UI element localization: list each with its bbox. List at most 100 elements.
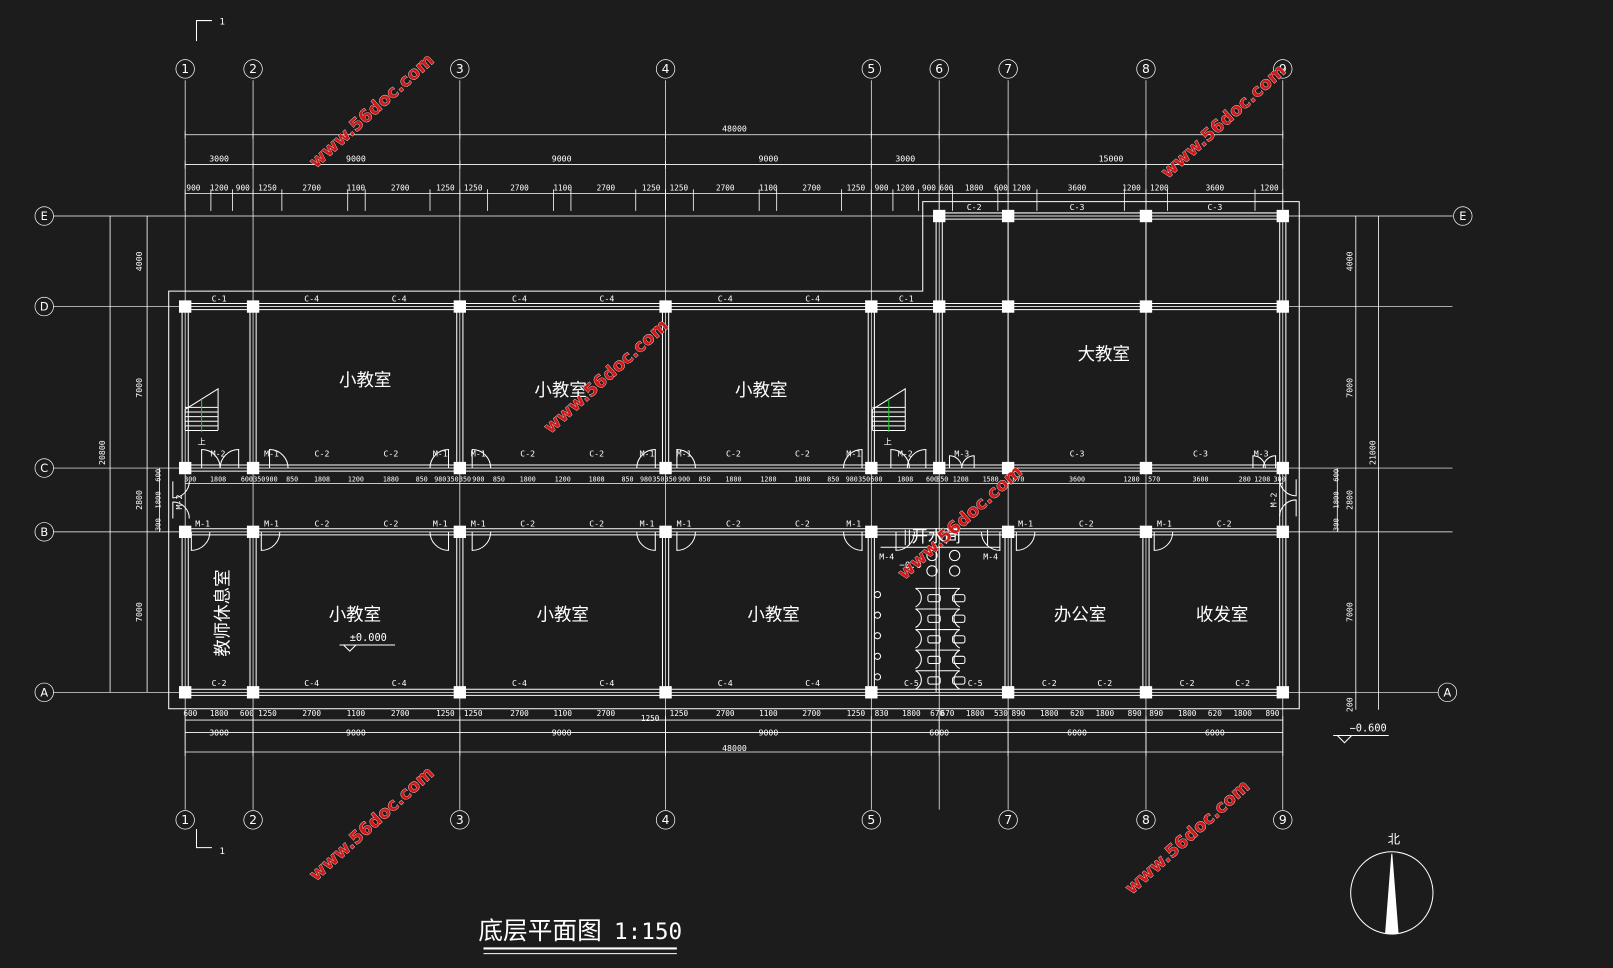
dim-text: 1800	[1233, 709, 1252, 718]
dim-text: 3000	[209, 728, 229, 738]
dim-text: 600	[994, 183, 1008, 192]
dim-text: 1800	[725, 475, 741, 483]
dim-text: 6000	[929, 728, 949, 738]
axis-label: 1	[181, 62, 189, 76]
dim-text: 1100	[759, 183, 778, 192]
axis-bubble	[450, 810, 470, 830]
structural-column	[1276, 300, 1289, 313]
structural-column	[453, 686, 467, 699]
urinal	[873, 611, 882, 619]
axis-label: 3	[456, 813, 464, 827]
window-label: M-4	[983, 552, 998, 562]
dim-text: 2700	[802, 709, 821, 718]
dim-text: 1800	[965, 183, 984, 192]
dim-text: 1200	[1012, 183, 1031, 192]
dim-text: 1200	[1260, 183, 1279, 192]
dim-text: 350	[665, 475, 677, 483]
window-label: C-3	[1070, 449, 1085, 459]
structural-column	[1001, 686, 1015, 699]
window-label: C-1	[899, 293, 914, 303]
door-swing	[471, 449, 492, 469]
structural-column	[865, 525, 878, 539]
room-label: 小教室	[534, 381, 586, 401]
dim-text: 1808	[897, 475, 913, 483]
window-label: M-1	[264, 519, 279, 529]
structural-column	[1001, 300, 1015, 313]
dim-text: 600	[153, 469, 162, 482]
structural-column	[178, 686, 192, 699]
door-swing	[1262, 455, 1277, 469]
axis-label: 3	[456, 62, 464, 76]
window-label: C-2	[1217, 519, 1232, 529]
window-label: C-2	[520, 449, 535, 459]
window-label: C-4	[304, 678, 319, 688]
axis-label: 1	[181, 813, 189, 827]
dim-text: 1800	[1331, 491, 1340, 508]
structural-column	[933, 300, 946, 313]
dim-text: 900	[472, 475, 484, 483]
dim-text: 1250	[436, 709, 455, 718]
dim-text: 1200	[348, 475, 364, 483]
urinal	[873, 673, 882, 681]
dim-text: 1200	[1150, 183, 1169, 192]
toilet-pan	[927, 676, 941, 685]
dim-text: 2700	[510, 183, 529, 192]
toilet-stall	[938, 608, 961, 628]
axis-label: E	[41, 210, 48, 223]
window-label: C-4	[304, 293, 319, 303]
axis-label: 2	[249, 813, 257, 827]
axis-bubble	[1136, 810, 1156, 830]
door-swing	[895, 531, 916, 551]
dim-text: 1800	[966, 709, 985, 718]
axis-label: 9	[1279, 62, 1287, 76]
urinal	[873, 652, 882, 660]
dim-text: 1100	[347, 709, 366, 718]
window-label: M-1	[640, 519, 655, 529]
dim-text: 670	[1012, 475, 1024, 483]
door-swing	[843, 449, 863, 469]
room-label: 小教室	[747, 605, 799, 625]
structural-column	[933, 461, 946, 475]
structural-column	[1276, 209, 1289, 223]
dim-text: 2700	[302, 183, 321, 192]
window-label: C-3	[1193, 449, 1208, 459]
toilet-stall	[915, 587, 938, 608]
dim-text: 1250	[642, 183, 661, 192]
dim-text: 1250	[436, 183, 455, 192]
axis-bubble	[861, 810, 881, 830]
window-label: C-4	[805, 678, 820, 688]
dim-text: 9000	[759, 728, 779, 738]
structural-column	[1139, 209, 1153, 223]
dim-text: 1250	[670, 183, 689, 192]
window-label: M-1	[1018, 519, 1033, 529]
structural-column	[865, 686, 878, 699]
dim-text: 600	[183, 709, 197, 718]
structural-column	[178, 300, 192, 313]
structural-column	[659, 300, 672, 313]
dim-text: 15000	[1099, 154, 1124, 164]
structural-column	[178, 525, 192, 539]
toilet-stall	[938, 670, 961, 690]
elevation-symbol	[1333, 735, 1389, 744]
dim-text: 900	[922, 183, 936, 192]
dim-text: 900	[266, 475, 278, 483]
dim-text: 7000	[1345, 378, 1355, 398]
structural-column	[1001, 461, 1015, 475]
dim-text: 48000	[722, 124, 747, 134]
axis-bubble	[1273, 59, 1293, 79]
dim-text: 9000	[346, 728, 366, 738]
section-mark	[195, 829, 212, 849]
dim-text: 1100	[347, 183, 366, 192]
window-label: C-2	[726, 449, 741, 459]
structural-column	[1139, 686, 1153, 699]
drawing-title: 底层平面图	[478, 916, 601, 945]
window-label: C-3	[1070, 202, 1085, 212]
axis-bubble	[34, 522, 54, 542]
section-mark	[195, 20, 212, 42]
elevation-symbol	[339, 644, 396, 652]
axis-bubble	[243, 59, 263, 79]
dim-text: 2700	[597, 709, 616, 718]
dim-text: 1800	[902, 709, 921, 718]
door-swing	[190, 531, 211, 551]
door-swing	[843, 531, 863, 551]
